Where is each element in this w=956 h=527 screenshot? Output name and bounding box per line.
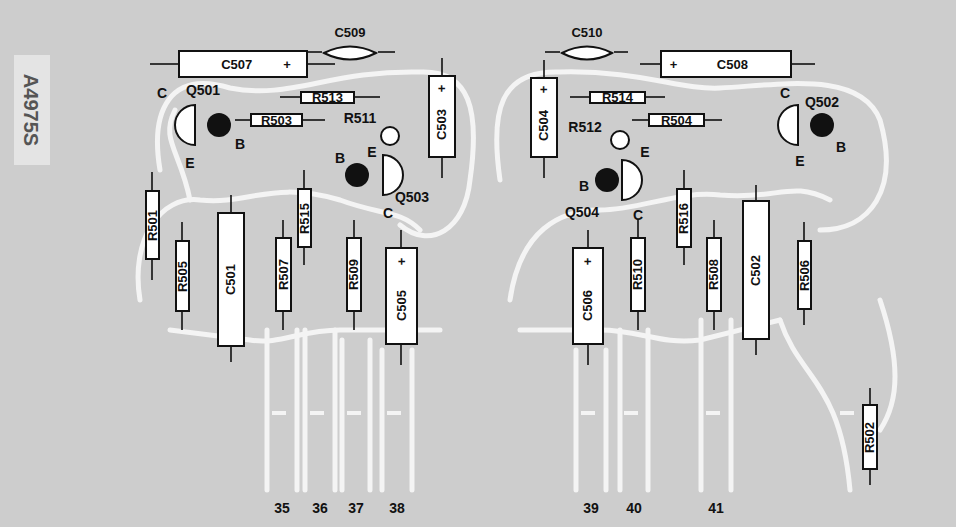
pin-number: 35 [274,501,290,515]
component-label: R501 [146,209,159,240]
component-label: R504 [661,114,692,127]
callout-label: Q501 [186,83,220,97]
component-label: R516 [678,202,691,233]
component-label: C505 [395,290,408,321]
pin-number: 41 [708,501,724,515]
component-label: + [582,257,595,265]
component-label: C509 [334,26,365,39]
component-label: R510 [632,259,645,290]
component-label: C508 [717,58,748,71]
component-label: R513 [312,91,343,104]
callout-label: R512 [568,120,601,134]
component-box: R502 [862,404,878,470]
pin-number: 39 [583,501,599,515]
component-label: R507 [277,259,290,290]
capacitor-symbol: C503 + [428,75,456,158]
component-label: R503 [261,114,292,127]
callout-label: E [640,145,649,159]
capacitor-symbol: C507 + [178,50,308,78]
callout-label: E [367,145,376,159]
component-box: R508 [706,237,722,312]
pin-number: 37 [348,501,364,515]
capacitor-symbol: C509 [322,25,378,63]
component-label: C506 [582,290,595,321]
component-box: R504 [648,113,705,127]
capacitor-symbol: C506 + [572,247,604,345]
callout-label: Q503 [395,190,429,204]
component-label: + [436,84,449,92]
component-label: R514 [602,91,633,104]
component-label: C507 [221,58,252,71]
component-label: C510 [571,26,602,39]
callout-label: C [780,86,790,100]
capacitor-lens [324,47,376,60]
component-box: R506 [797,240,812,310]
capacitor-symbol: C510 [560,25,614,63]
component-label: + [283,58,291,71]
capacitor-lens [562,47,612,60]
component-label: C501 [225,264,238,295]
capacitor-symbol: C505 + [385,247,418,345]
component-label: + [395,257,408,265]
component-box: R514 [589,91,646,104]
callout-label: Q502 [805,95,839,109]
component-label: R515 [298,202,311,233]
board-marking: A4975S [21,74,41,146]
component-label: + [538,86,551,94]
pin-number: 38 [389,501,405,515]
component-box: R503 [250,113,303,127]
capacitor-outline [322,43,378,63]
component-box: R501 [145,190,160,260]
pin-number: 40 [626,501,642,515]
component-label: C502 [750,254,763,285]
component-box: R505 [175,240,190,312]
callout-label: E [185,156,194,170]
callout-label: C [633,208,643,222]
pin-number: 36 [312,501,328,515]
component-box: R509 [346,237,362,312]
callout-label: E [795,154,804,168]
capacitor-symbol: + C508 [660,50,792,78]
callout-label: B [335,151,345,165]
callout-label: C [383,206,393,220]
callout-label: R511 [344,111,377,125]
callout-label: B [579,179,589,193]
component-box: R513 [300,91,355,104]
component-box: R515 [297,188,312,248]
component-box: R510 [630,237,646,312]
component-label: R509 [348,259,361,290]
component-label: C503 [436,109,449,140]
component-label: C504 [538,110,551,141]
callout-label: C [157,86,167,100]
component-label: + [670,58,678,71]
component-label: R502 [864,421,877,452]
callout-label: Q504 [565,205,599,219]
component-box: R507 [275,237,292,312]
component-box: C502 [742,200,770,340]
component-label: R508 [708,259,721,290]
component-label: R505 [176,260,189,291]
capacitor-outline [560,43,614,63]
callout-label: B [235,137,245,151]
component-box: R516 [676,188,692,248]
component-box: C501 [217,212,245,347]
component-label: R506 [798,259,811,290]
capacitor-symbol: C504 + [530,77,558,158]
callout-label: B [836,140,846,154]
